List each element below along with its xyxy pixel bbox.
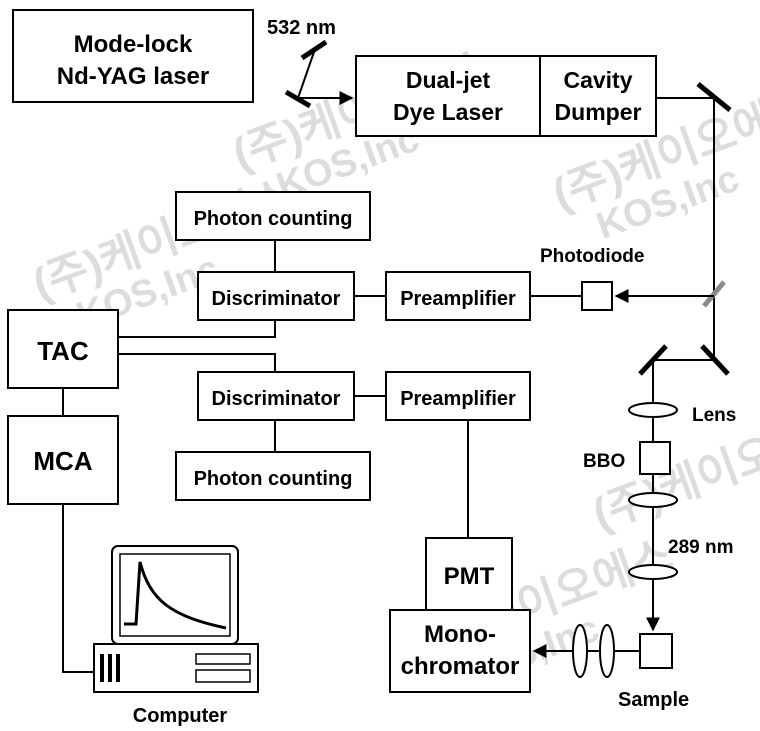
- lens: [628, 564, 678, 580]
- laser-label-line1: Mode-lock: [74, 31, 193, 58]
- lens: [628, 492, 678, 508]
- discriminator-bottom-block: Discriminator: [197, 371, 355, 421]
- photodiode-label: Photodiode: [540, 246, 644, 267]
- mca-label: MCA: [33, 446, 92, 476]
- sample: [639, 633, 673, 669]
- beam-splitter: [702, 280, 726, 308]
- signal-wire: [62, 504, 94, 673]
- monochromator-block: Mono- chromator: [389, 609, 531, 693]
- dye-laser-label-line1: Dual-jet: [406, 67, 491, 93]
- discriminator-top-label: Discriminator: [212, 288, 341, 310]
- tac-block: TAC: [7, 309, 119, 389]
- preamplifier-bottom-label: Preamplifier: [400, 388, 516, 410]
- cavity-dumper-label-line2: Dumper: [555, 99, 642, 125]
- signal-wire: [118, 320, 276, 338]
- preamplifier-top-label: Preamplifier: [400, 288, 516, 310]
- bbo-crystal: [639, 441, 671, 475]
- tac-label: TAC: [37, 336, 89, 366]
- photon-counting-bottom-label: Photon counting: [194, 468, 353, 490]
- discriminator-bottom-label: Discriminator: [212, 388, 341, 410]
- lens: [599, 624, 615, 678]
- preamplifier-top-block: Preamplifier: [385, 271, 531, 321]
- lens-label: Lens: [692, 405, 736, 426]
- pmt-block: PMT: [425, 537, 513, 611]
- cavity-dumper-label-line1: Cavity: [563, 67, 632, 93]
- monochromator-label-line1: Mono-: [424, 621, 496, 648]
- mirror: [700, 344, 730, 376]
- beam-path: [297, 51, 315, 99]
- wavelength-289-label: 289 nm: [668, 537, 733, 558]
- discriminator-top-block: Discriminator: [197, 271, 355, 321]
- pmt-label: PMT: [444, 563, 495, 590]
- lens: [572, 624, 588, 678]
- dye-laser-block: Dual-jet Dye Laser Cavity Dumper: [355, 55, 657, 137]
- dye-laser-label-line2: Dye Laser: [393, 99, 503, 125]
- lens: [628, 402, 678, 418]
- signal-wire: [118, 353, 276, 372]
- nd-yag-laser-block: Mode-lock Nd-YAG laser: [12, 9, 254, 103]
- sample-label: Sample: [618, 689, 689, 711]
- photon-counting-top-block: Photon counting: [175, 191, 371, 241]
- wavelength-532-label: 532 nm: [267, 17, 336, 39]
- bbo-label: BBO: [583, 451, 625, 472]
- computer-label: Computer: [133, 705, 228, 727]
- preamplifier-bottom-block: Preamplifier: [385, 371, 531, 421]
- mca-block: MCA: [7, 415, 119, 505]
- computer-icon: [93, 545, 259, 693]
- laser-label-line2: Nd-YAG laser: [57, 63, 210, 90]
- mirror: [300, 39, 328, 61]
- monochromator-label-line2: chromator: [401, 653, 520, 680]
- mirror: [696, 82, 732, 112]
- photodiode: [581, 281, 613, 311]
- photon-counting-top-label: Photon counting: [194, 208, 353, 230]
- photon-counting-bottom-block: Photon counting: [175, 451, 371, 501]
